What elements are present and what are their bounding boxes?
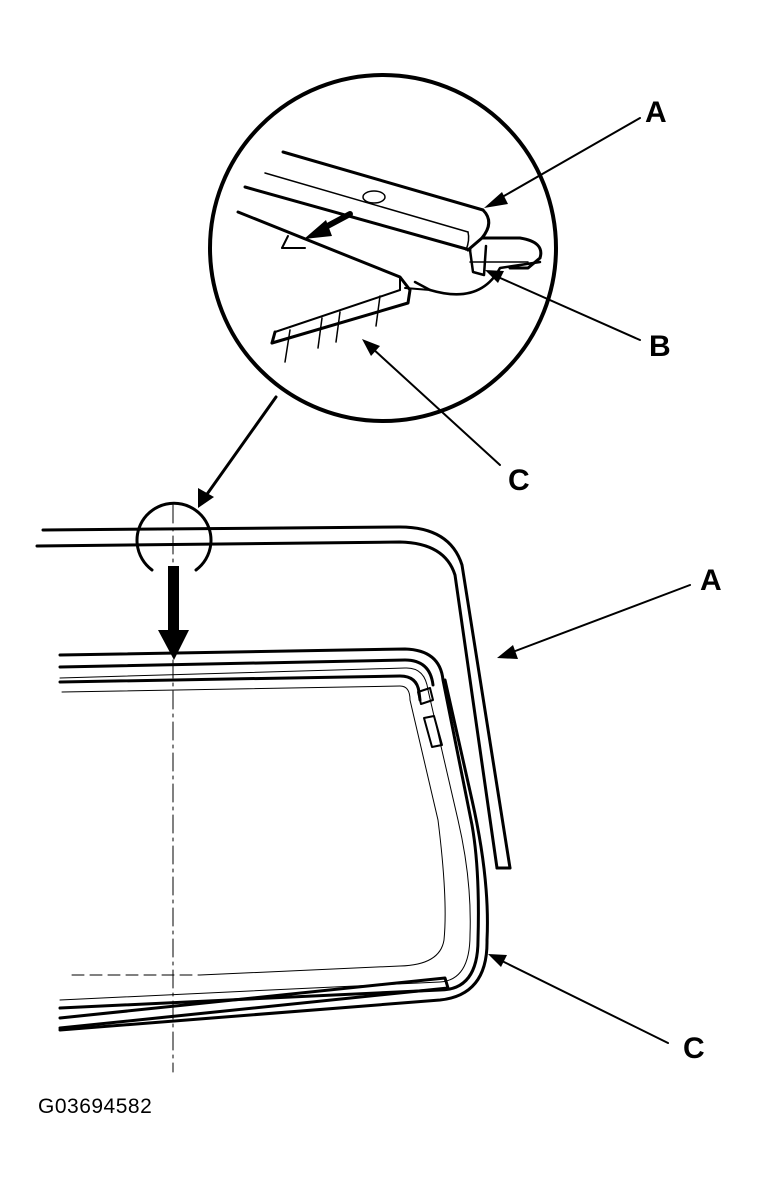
detail-clip <box>413 236 543 296</box>
figure-id: G03694582 <box>38 1095 153 1118</box>
callout-a-main: A <box>700 564 722 597</box>
detail-molding <box>243 150 491 252</box>
detail-leader-c <box>362 339 501 466</box>
detail-leader-b <box>485 270 641 341</box>
install-direction-arrow <box>158 566 189 660</box>
callout-b-detail: B <box>649 330 671 363</box>
detail-connector-arrow <box>198 395 278 508</box>
roof-molding <box>35 525 512 870</box>
detail-circle <box>208 73 558 423</box>
main-leader-c <box>488 954 669 1044</box>
detail-direction-arrow <box>304 211 353 239</box>
magnifier-circle <box>135 501 213 572</box>
callout-c-main: C <box>683 1032 705 1065</box>
main-view <box>35 501 691 1073</box>
main-leader-a <box>497 584 691 659</box>
detail-leader-a <box>484 117 641 208</box>
callout-a-detail: A <box>645 96 667 129</box>
windshield-molding <box>58 647 489 1032</box>
detail-panel <box>236 210 431 363</box>
callout-c-detail: C <box>508 464 530 497</box>
detail-view <box>208 73 641 466</box>
